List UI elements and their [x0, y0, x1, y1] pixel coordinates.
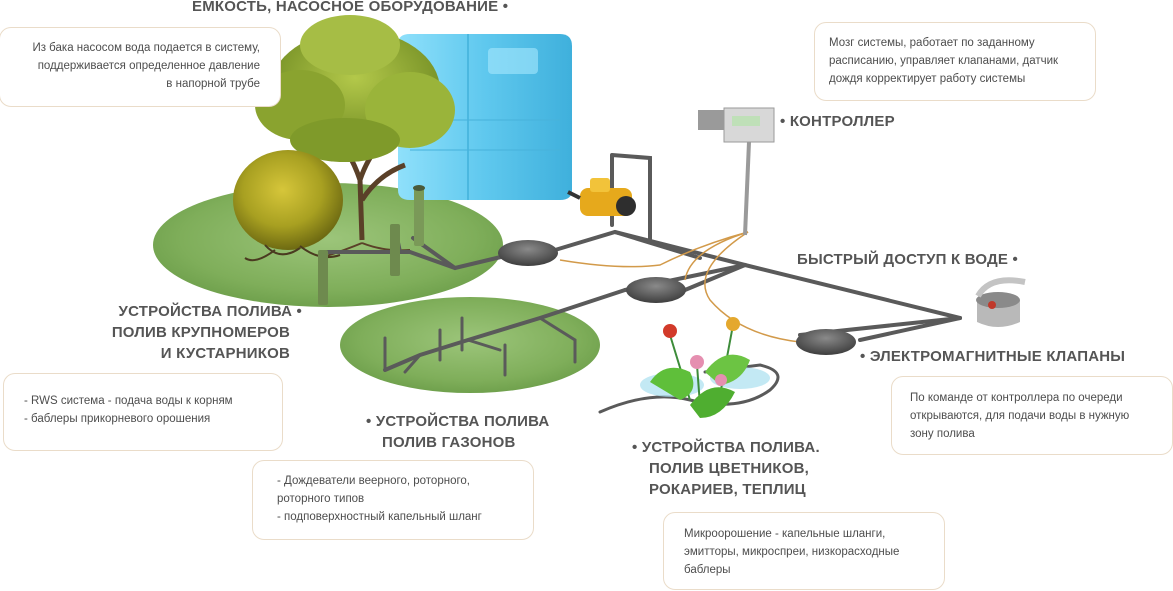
info-box-shrubs-line-2: - баблеры прикорневого орошения — [24, 413, 211, 425]
label-valves-line: • ЭЛЕКТРОМАГНИТНЫЕ КЛАПАНЫ — [860, 346, 1125, 367]
info-box-controller-line-2: расписанию, управляет клапанами, датчик — [829, 55, 1059, 67]
label-quick-access-line: БЫСТРЫЙ ДОСТУП К ВОДЕ • — [797, 249, 1018, 270]
info-box-tank-line-1: Из бака насосом вода подается в систему, — [32, 42, 260, 54]
label-flowers-text-1: УСТРОЙСТВА ПОЛИВА. — [641, 439, 820, 456]
label-flowers: • УСТРОЙСТВА ПОЛИВА. ПОЛИВ ЦВЕТНИКОВ, РО… — [632, 437, 820, 500]
bullet: • — [1012, 251, 1018, 268]
label-quick-access-text: БЫСТРЫЙ ДОСТУП К ВОДЕ — [797, 251, 1009, 268]
label-tank-text: ЕМКОСТЬ, НАСОСНОЕ ОБОРУДОВАНИЕ — [192, 0, 499, 15]
label-valves: • ЭЛЕКТРОМАГНИТНЫЕ КЛАПАНЫ — [860, 346, 1125, 367]
info-box-controller-line-3: дождя корректирует работу системы — [829, 73, 1026, 85]
tree-icon — [255, 15, 455, 259]
sprinkler-icon — [318, 185, 425, 305]
info-box-valves-line-3: зону полива — [910, 428, 975, 440]
label-quick-access: БЫСТРЫЙ ДОСТУП К ВОДЕ • — [797, 249, 1018, 270]
label-flowers-line-3: РОКАРИЕВ, ТЕПЛИЦ — [649, 481, 806, 498]
info-box-valves-line-2: открываются, для подачи воды в нужную — [910, 410, 1130, 422]
info-box-shrubs: - RWS система - подача воды к корням - б… — [3, 373, 283, 451]
info-box-shrubs-line-1: - RWS система - подача воды к корням — [24, 395, 233, 407]
info-box-controller: Мозг системы, работает по заданному расп… — [814, 22, 1096, 101]
info-box-lawns-line-2: роторного типов — [277, 493, 365, 505]
info-box-flowers-line-2: эмитторы, микроспреи, низкорасходные — [684, 546, 900, 558]
label-tank: ЕМКОСТЬ, НАСОСНОЕ ОБОРУДОВАНИЕ • — [192, 0, 508, 17]
bullet: • — [502, 0, 509, 15]
label-controller: • КОНТРОЛЛЕР — [780, 111, 895, 132]
label-tank-line: ЕМКОСТЬ, НАСОСНОЕ ОБОРУДОВАНИЕ • — [192, 0, 508, 17]
shrub-icon — [233, 150, 343, 262]
info-box-controller-line-1: Мозг системы, работает по заданному — [829, 37, 1035, 49]
label-lawns-line-2: ПОЛИВ ГАЗОНОВ — [382, 434, 516, 451]
info-box-tank: Из бака насосом вода подается в систему,… — [0, 27, 281, 107]
label-shrubs-line-3: И КУСТАРНИКОВ — [160, 345, 290, 362]
bullet: • — [632, 439, 638, 456]
label-lawns-text-1: УСТРОЙСТВА ПОЛИВА — [375, 413, 550, 430]
info-box-flowers-line-3: баблеры — [684, 564, 731, 576]
label-flowers-line-1: • УСТРОЙСТВА ПОЛИВА. — [632, 437, 820, 458]
label-lawns: • УСТРОЙСТВА ПОЛИВА ПОЛИВ ГАЗОНОВ — [366, 411, 549, 453]
label-valves-text: ЭЛЕКТРОМАГНИТНЫЕ КЛАПАНЫ — [869, 348, 1126, 365]
info-box-flowers-line-1: Микроорошение - капельные шланги, — [684, 528, 886, 540]
info-box-lawns: - Дождеватели веерного, роторного, ротор… — [252, 460, 534, 540]
lawn-pipes — [383, 316, 577, 377]
label-shrubs-text-1: УСТРОЙСТВА ПОЛИВА — [118, 303, 293, 320]
quick-coupler-icon — [975, 277, 1026, 327]
flower-icon — [640, 317, 770, 418]
flower-drip-pipe — [598, 363, 780, 414]
info-box-lawns-line-3: - подповерхностный капельный шланг — [277, 511, 482, 523]
bullet: • — [366, 413, 372, 430]
info-box-tank-line-3: в напорной трубе — [166, 78, 260, 90]
label-flowers-line-2: ПОЛИВ ЦВЕТНИКОВ, — [649, 460, 809, 477]
valve-box-icon — [498, 240, 856, 355]
label-shrubs: УСТРОЙСТВА ПОЛИВА • ПОЛИВ КРУПНОМЕРОВ И … — [105, 301, 302, 364]
bullet: • — [296, 303, 302, 320]
water-tank-icon — [398, 34, 572, 200]
bullet: • — [780, 113, 786, 130]
info-box-valves-line-1: По команде от контроллера по очереди — [910, 392, 1123, 404]
pump-icon — [567, 178, 636, 216]
label-controller-text: КОНТРОЛЛЕР — [789, 113, 895, 130]
info-box-valves: По команде от контроллера по очереди отк… — [891, 376, 1173, 455]
controller-wires — [559, 231, 801, 343]
label-controller-line: • КОНТРОЛЛЕР — [780, 111, 895, 132]
info-box-lawns-line-1: - Дождеватели веерного, роторного, — [277, 475, 471, 487]
label-shrubs-line-2: ПОЛИВ КРУПНОМЕРОВ — [111, 324, 290, 341]
info-box-tank-line-2: поддерживается определенное давление — [37, 60, 260, 72]
label-lawns-line-1: • УСТРОЙСТВА ПОЛИВА — [366, 411, 549, 432]
label-shrubs-line-1: УСТРОЙСТВА ПОЛИВА • — [105, 301, 302, 322]
info-box-flowers: Микроорошение - капельные шланги, эмитто… — [663, 512, 945, 590]
bullet: • — [860, 348, 866, 365]
controller-icon — [698, 107, 775, 236]
